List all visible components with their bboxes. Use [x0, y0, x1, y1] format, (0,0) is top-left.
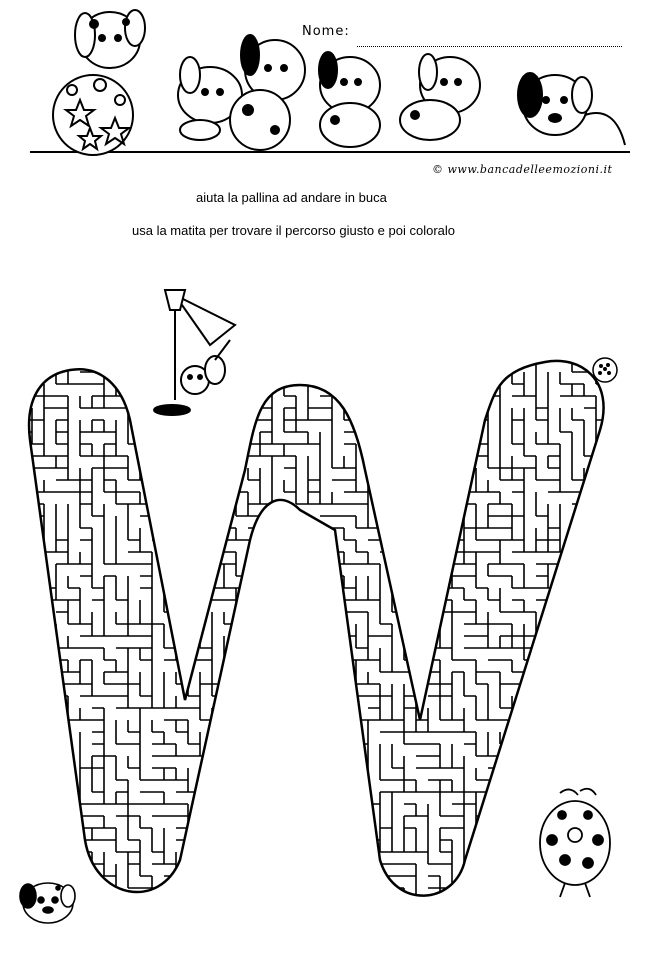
puppies-header-illustration: Nome: [30, 0, 630, 165]
dalmatian-puppies-icon [30, 9, 630, 156]
golf-ball-character-icon [539, 787, 611, 898]
golf-ball-icon [592, 357, 618, 383]
puppy-icon [19, 882, 76, 924]
golf-ball-illustration [590, 355, 620, 385]
golf-ball-character-illustration [530, 785, 620, 900]
instruction-line-2: usa la matita per trovare il percorso gi… [132, 223, 455, 238]
instruction-line-1: aiuta la pallina ad andare in buca [196, 190, 387, 205]
name-input-line[interactable] [357, 46, 622, 47]
golf-flag-icon [153, 289, 237, 416]
golf-flag-illustration [140, 285, 250, 425]
puppy-illustration [18, 878, 78, 928]
name-label: Nome: [302, 24, 350, 39]
copyright-text: © www.bancadelleemozioni.it [432, 163, 613, 176]
